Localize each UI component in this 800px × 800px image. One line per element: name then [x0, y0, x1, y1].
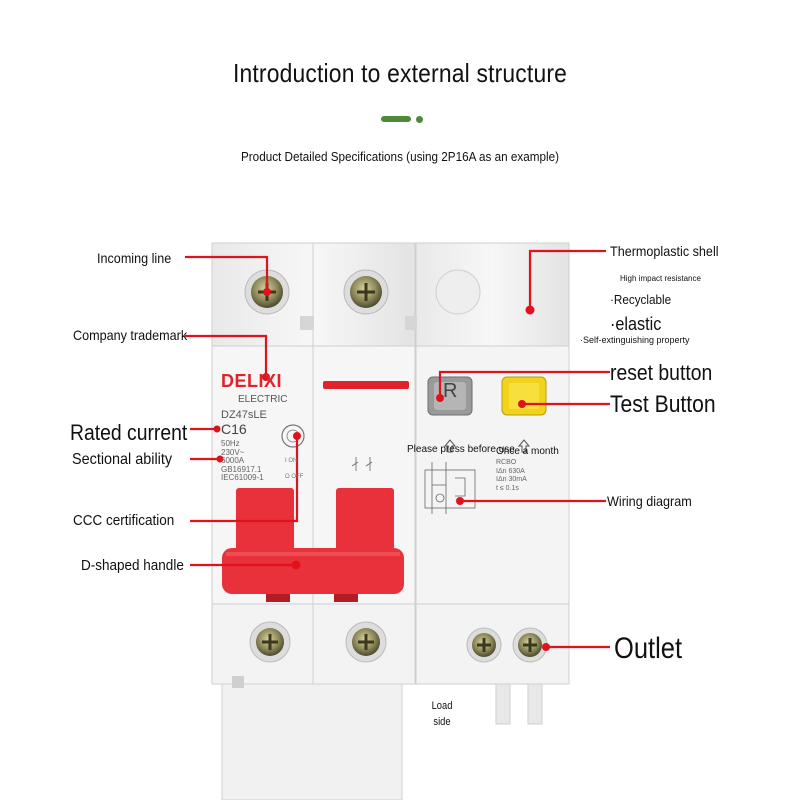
rcbo-spec: RCBO IΔn 630A IΔn 30mA t ≤ 0.1s	[496, 459, 527, 492]
callout-recyclable: ·Recyclable	[610, 292, 672, 307]
rcd-blank-cover	[435, 269, 481, 315]
page-subtitle: Product Detailed Specifications (using 2…	[240, 149, 560, 164]
callout-d-shaped-handle: D-shaped handle	[81, 557, 184, 574]
callout-sectional-ability: Sectional ability	[72, 451, 173, 468]
page-title: Introduction to external structure	[232, 58, 568, 88]
incoming-screw-right	[343, 269, 389, 315]
ccc-mark	[281, 424, 305, 448]
callout-rated-current: Rated current	[70, 420, 188, 445]
callout-wiring-diagram: Wiring diagram	[607, 493, 692, 509]
callout-ccc-certification: CCC certification	[73, 512, 175, 529]
on-label: I ON	[285, 458, 298, 464]
reset-letter: R	[443, 380, 458, 402]
outgoing-screw-4	[512, 627, 548, 663]
callout-test-button: Test Button	[610, 391, 716, 418]
title-accent-dot	[416, 116, 423, 123]
note-once-a-month: Once a month	[496, 446, 559, 457]
callout-high-impact: High impact resistance	[620, 274, 701, 283]
outgoing-screw-1	[249, 621, 291, 663]
callout-company-trademark: Company trademark	[73, 327, 188, 343]
rating-text: C16	[221, 421, 247, 437]
model-text: DZ47sLE	[221, 409, 267, 421]
off-label: O OFF	[285, 474, 304, 480]
handle-graphic	[222, 488, 404, 602]
outgoing-screw-3	[466, 627, 502, 663]
callout-outlet: Outlet	[614, 632, 683, 665]
callout-incoming-line: Incoming line	[97, 250, 172, 266]
title-accent-bar	[381, 116, 411, 122]
load-side-label: Load side	[431, 700, 453, 728]
outgoing-screw-2	[345, 621, 387, 663]
callout-self-extinguishing: ·Self-extinguishing property	[580, 335, 690, 345]
spec-lines: 50Hz 230V~ 6000A GB16917.1 IEC61009-1	[221, 439, 264, 483]
brand-logo-text: DELIXI	[221, 371, 283, 391]
callout-reset-button: reset button	[610, 360, 713, 385]
note-press-before-use: Please press before use	[407, 444, 515, 455]
callout-thermoplastic-shell: Thermoplastic shell	[610, 243, 719, 259]
callout-elastic: ·elastic	[610, 314, 662, 334]
leader-lines	[185, 249, 610, 649]
wiring-diagram-graphic	[424, 462, 476, 514]
brand-subtext: ELECTRIC	[238, 394, 288, 405]
